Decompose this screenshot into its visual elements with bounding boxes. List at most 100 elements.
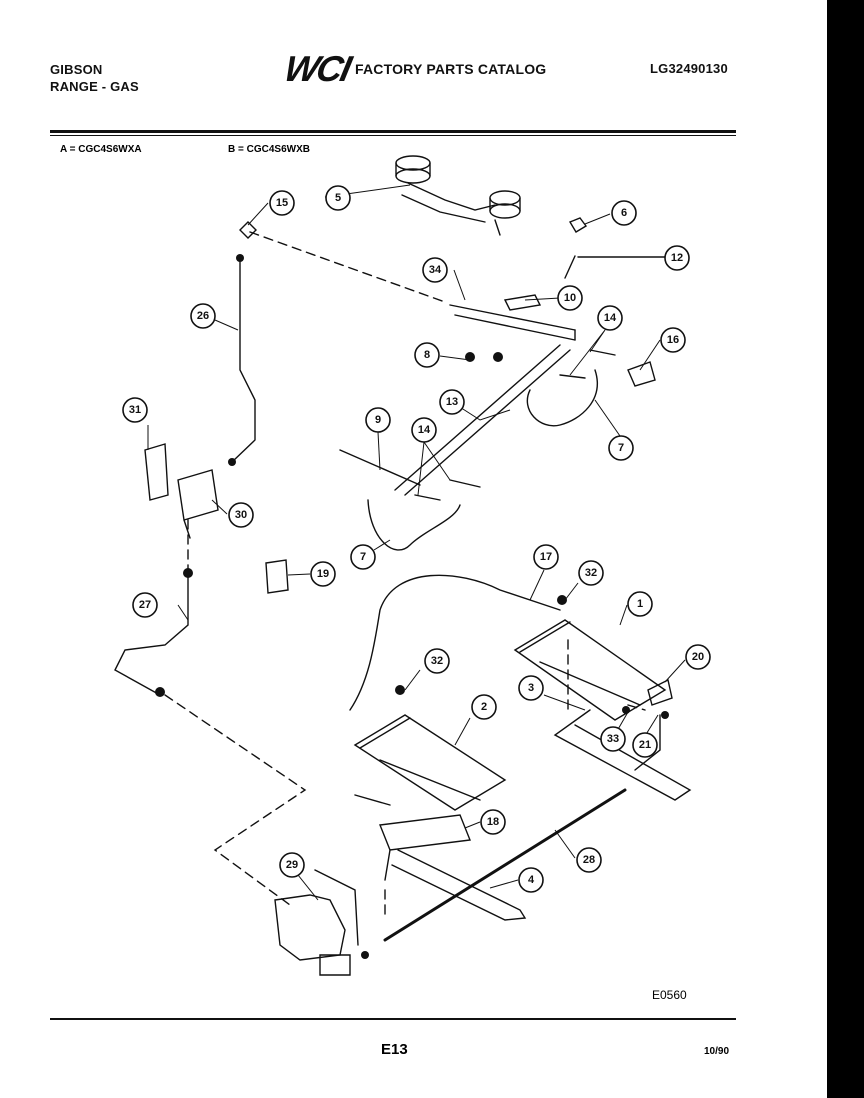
diagram-stroke bbox=[494, 219, 501, 236]
header-rule-bottom bbox=[50, 135, 736, 136]
callout-number: 32 bbox=[431, 655, 443, 667]
diagram-stroke bbox=[414, 342, 440, 368]
part-7-tube-upper bbox=[526, 369, 598, 427]
diagram-stroke bbox=[361, 951, 369, 959]
part-number: LG32490130 bbox=[650, 61, 728, 76]
diagram-stroke bbox=[190, 303, 216, 329]
diagram-stroke bbox=[554, 829, 576, 859]
callout-29: 29 bbox=[279, 852, 305, 878]
diagram-stroke bbox=[597, 305, 623, 331]
assembly-guide-lines bbox=[164, 231, 646, 916]
callout-32-right: 32 bbox=[578, 560, 604, 586]
model-a: A = CGC4S6WXA bbox=[60, 144, 142, 155]
diagram-stroke bbox=[395, 168, 431, 184]
diagram-stroke bbox=[480, 809, 506, 835]
diagram-stroke bbox=[471, 694, 497, 720]
part-10-bracket bbox=[503, 294, 542, 311]
diagram-stroke bbox=[464, 821, 481, 829]
diagram-stroke bbox=[319, 954, 351, 976]
callout-number: 16 bbox=[667, 334, 679, 346]
diagram-stroke bbox=[314, 869, 359, 946]
part-15-elbow bbox=[239, 221, 257, 239]
part-13-rail bbox=[394, 344, 571, 496]
diagram-stroke bbox=[395, 685, 405, 695]
diagram-stroke bbox=[632, 732, 658, 758]
callout-1: 1 bbox=[627, 591, 653, 617]
callout-number: 2 bbox=[481, 701, 487, 713]
callout-28: 28 bbox=[576, 847, 602, 873]
diagram-stroke bbox=[439, 389, 465, 415]
part-16-bracket bbox=[627, 361, 656, 387]
guide-line bbox=[249, 231, 446, 303]
diagram-stroke bbox=[664, 245, 690, 271]
diagram-stroke bbox=[543, 694, 586, 711]
callout-number: 27 bbox=[139, 599, 151, 611]
diagram-stroke bbox=[533, 544, 559, 570]
part-18-ignitor bbox=[379, 814, 471, 851]
callout-number: 19 bbox=[317, 568, 329, 580]
callout-17: 17 bbox=[533, 544, 559, 570]
callout-30: 30 bbox=[228, 502, 254, 528]
callout-number: 5 bbox=[335, 192, 341, 204]
diagram-stroke bbox=[622, 706, 630, 714]
diagram-stroke bbox=[439, 355, 471, 361]
exploded-parts-diagram: 5 6 15 12 34 10 26 14 16 8 13 31 9 14 7 … bbox=[114, 155, 711, 976]
callout-16: 16 bbox=[660, 327, 686, 353]
diagram-stroke bbox=[518, 867, 544, 893]
diagram-stroke bbox=[297, 874, 319, 901]
brand-name: GIBSON bbox=[50, 62, 103, 77]
brand-block: GIBSON RANGE - GAS bbox=[50, 61, 139, 95]
callout-8: 8 bbox=[414, 342, 440, 368]
leader-lines bbox=[147, 184, 686, 901]
diagram-stroke bbox=[228, 502, 254, 528]
catalog-page: GIBSON RANGE - GAS WCI FACTORY PARTS CAT… bbox=[0, 0, 827, 1098]
diagram-stroke bbox=[401, 194, 486, 223]
diagram-stroke bbox=[619, 604, 628, 626]
callout-27: 27 bbox=[132, 592, 158, 618]
callout-number: 17 bbox=[540, 551, 552, 563]
diagram-stroke bbox=[177, 604, 189, 621]
part-21-tube bbox=[634, 714, 661, 771]
callout-number: 13 bbox=[446, 396, 458, 408]
diagram-stroke bbox=[247, 202, 269, 226]
diagram-stroke bbox=[353, 714, 507, 811]
diagram-stroke bbox=[359, 717, 481, 801]
callout-6: 6 bbox=[611, 200, 637, 226]
part-26-tube bbox=[231, 261, 256, 463]
callout-number: 8 bbox=[424, 349, 430, 361]
callout-number: 33 bbox=[607, 733, 619, 745]
part-5-valve-assembly bbox=[395, 155, 521, 236]
diagram-stroke bbox=[493, 352, 503, 362]
part-30-regulator bbox=[177, 469, 219, 539]
callout-5: 5 bbox=[325, 185, 351, 211]
diagram-stroke bbox=[578, 560, 604, 586]
diagram-stroke bbox=[211, 499, 228, 515]
diagram-stroke bbox=[639, 339, 661, 371]
callout-number: 21 bbox=[639, 739, 651, 751]
diagram-stroke bbox=[489, 197, 521, 212]
diagram-stroke bbox=[594, 399, 621, 437]
diagram-stroke bbox=[661, 711, 669, 719]
fasteners bbox=[155, 254, 669, 959]
part-27-tube bbox=[114, 574, 189, 696]
guide-line bbox=[164, 694, 307, 906]
part-14-valves bbox=[414, 349, 616, 501]
diagram-stroke bbox=[557, 595, 567, 605]
diagram-stroke bbox=[287, 573, 311, 576]
callout-number: 29 bbox=[286, 859, 298, 871]
diagram-stroke bbox=[365, 407, 391, 433]
diagram-stroke bbox=[214, 319, 239, 331]
diagram-stroke bbox=[611, 200, 637, 226]
part-12-wire bbox=[564, 255, 671, 279]
callout-13: 13 bbox=[439, 389, 465, 415]
callout-number: 7 bbox=[618, 442, 624, 454]
callout-number: 7 bbox=[360, 551, 366, 563]
diagram-stroke bbox=[608, 435, 634, 461]
diagram-stroke bbox=[453, 269, 466, 301]
diagram-stroke bbox=[489, 879, 519, 889]
model-b: B = CGC4S6WXB bbox=[228, 144, 310, 155]
callout-12: 12 bbox=[664, 245, 690, 271]
callout-21: 21 bbox=[632, 732, 658, 758]
callout-number: 26 bbox=[197, 310, 209, 322]
diagram-stroke bbox=[274, 894, 346, 961]
